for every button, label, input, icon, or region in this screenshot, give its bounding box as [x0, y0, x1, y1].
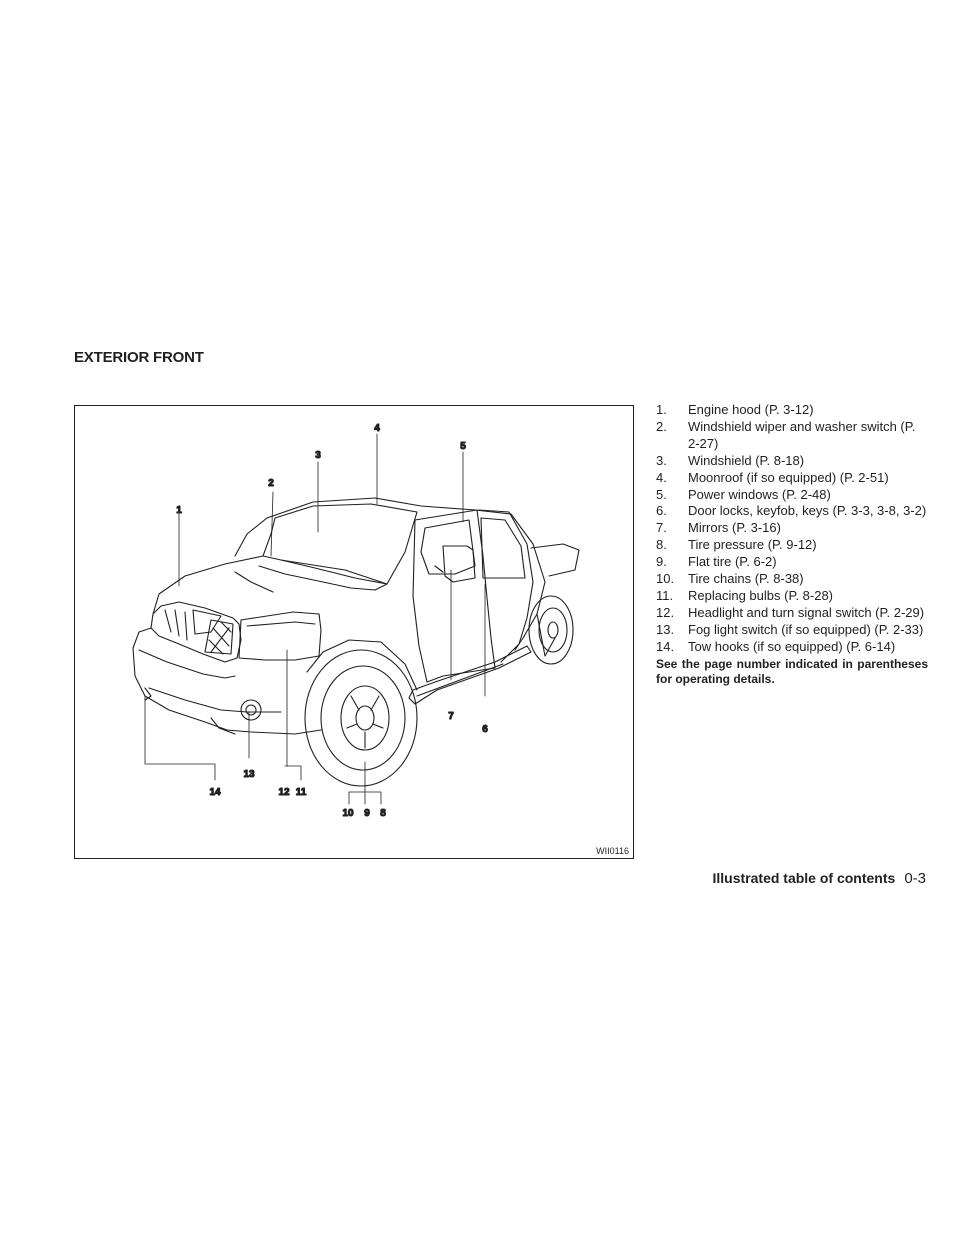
item-number: 8.	[656, 537, 667, 553]
item-number: 1.	[656, 402, 667, 417]
item-text: Engine hood (P. 3-12)	[688, 402, 814, 417]
list-item: 11. Replacing bulbs (P. 8-28)	[656, 588, 928, 605]
callout-label: 2	[268, 478, 274, 489]
callout-label: 13	[243, 769, 255, 780]
item-text: Door locks, keyfob, keys (P. 3-3, 3-8, 3…	[688, 503, 927, 519]
callout-label: 5	[460, 441, 466, 452]
callout-label: 11	[296, 787, 307, 798]
list-item: 14. Tow hooks (if so equipped) (P. 6-14)	[656, 639, 928, 656]
item-text: Power windows (P. 2-48)	[688, 486, 831, 502]
list-item: 5. Power windows (P. 2-48)	[656, 487, 928, 504]
truck-illustration: 1 2 3 4 5 6 7 8 9 10 11 12 13 14	[132, 422, 580, 820]
item-text: Mirrors (P. 3-16)	[688, 520, 781, 536]
callout-label: 12	[278, 787, 290, 798]
item-text: Tire pressure (P. 9-12)	[688, 537, 817, 553]
footer-section-title: Illustrated table of contents	[712, 870, 896, 886]
item-text: Fog light switch (if so equipped) (P. 2-…	[688, 621, 924, 637]
callout-label: 8	[380, 808, 386, 819]
item-number: 10.	[656, 571, 675, 587]
item-text: Tow hooks (if so equipped) (P. 6-14)	[688, 638, 896, 654]
list-item: 12. Headlight and turn signal switch (P. …	[656, 605, 928, 622]
figure-code: WII0116	[596, 846, 629, 856]
callout-label: 3	[315, 450, 321, 461]
operating-details-note: See the page number indicated in parenth…	[656, 656, 928, 687]
item-number: 12.	[656, 604, 675, 620]
callout-label: 14	[209, 787, 221, 798]
item-text: Windshield wiper and washer switch (P. 2…	[688, 418, 916, 451]
callout-label: 6	[482, 724, 488, 735]
list-item: 10. Tire chains (P. 8-38)	[656, 571, 928, 588]
list-item: 13. Fog light switch (if so equipped) (P.…	[656, 622, 928, 639]
list-item: 2. Windshield wiper and washer switch (P.…	[656, 419, 928, 453]
list-item: 6. Door locks, keyfob, keys (P. 3-3, 3-8,…	[656, 503, 928, 520]
list-item: 1. Engine hood (P. 3-12)	[656, 402, 928, 419]
item-number: 7.	[656, 520, 667, 536]
item-number: 9.	[656, 554, 667, 570]
item-number: 11.	[656, 587, 674, 603]
callout-label: 1	[176, 505, 182, 516]
list-item: 8. Tire pressure (P. 9-12)	[656, 537, 928, 554]
item-number: 2.	[656, 418, 667, 434]
item-number: 6.	[656, 503, 667, 519]
item-number: 13.	[656, 621, 675, 637]
callout-list: 1. Engine hood (P. 3-12) 2. Windshield wip…	[656, 402, 928, 688]
item-number: 4.	[656, 469, 667, 485]
page-number: 0-3	[904, 870, 926, 887]
page-footer: Illustrated table of contents 0-3	[713, 870, 927, 887]
item-text: Windshield (P. 8-18)	[688, 452, 805, 468]
item-number: 5.	[656, 486, 667, 502]
callout-label: 7	[448, 711, 454, 722]
callout-number-labels: 1 2 3 4 5 6 7 8 9 10 11 12 13 14	[176, 422, 489, 819]
item-text: Headlight and turn signal switch (P. 2-2…	[688, 604, 925, 620]
item-text: Tire chains (P. 8-38)	[688, 571, 804, 587]
truck-exterior-figure: 1 2 3 4 5 6 7 8 9 10 11 12 13 14 WII0116	[74, 405, 634, 859]
callout-label: 9	[364, 808, 370, 819]
item-text: Flat tire (P. 6-2)	[688, 554, 777, 570]
list-item: 4. Moonroof (if so equipped) (P. 2-51)	[656, 470, 928, 487]
callout-label: 4	[374, 423, 380, 434]
section-title: EXTERIOR FRONT	[74, 349, 204, 366]
list-item: 3. Windshield (P. 8-18)	[656, 453, 928, 470]
item-number: 14.	[656, 638, 675, 654]
list-item: 9. Flat tire (P. 6-2)	[656, 554, 928, 571]
item-text: Moonroof (if so equipped) (P. 2-51)	[688, 469, 889, 485]
item-text: Replacing bulbs (P. 8-28)	[688, 587, 834, 603]
item-number: 3.	[656, 452, 667, 468]
callout-label: 10	[342, 808, 354, 819]
list-item: 7. Mirrors (P. 3-16)	[656, 520, 928, 537]
